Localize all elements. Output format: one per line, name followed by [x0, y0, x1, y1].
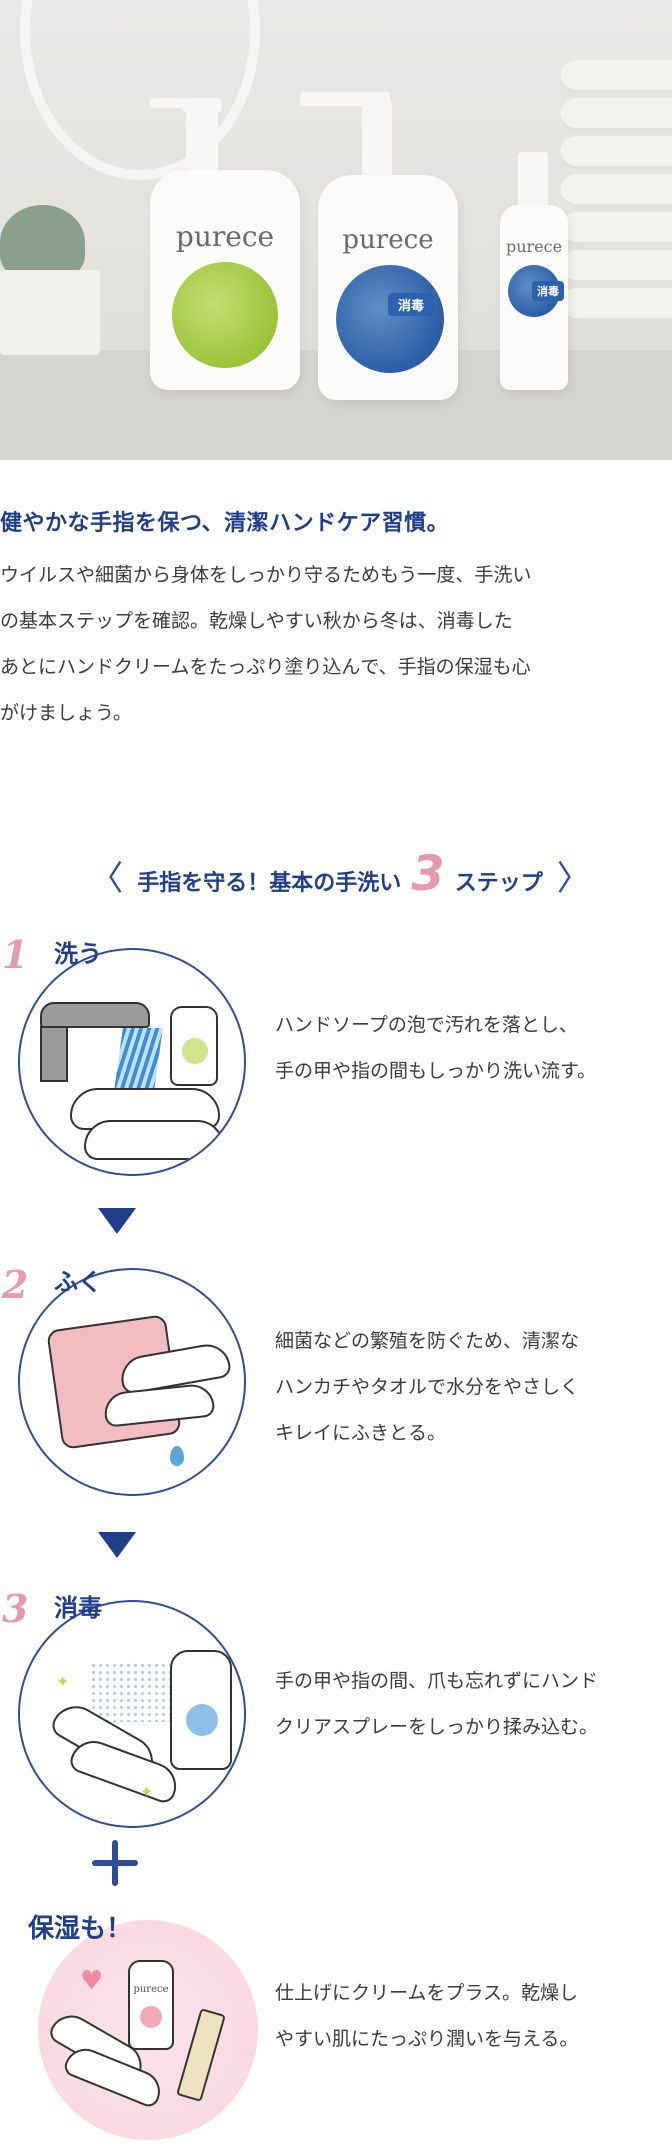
step-3-illustration: ✦ ✦ — [18, 1600, 246, 1828]
intro-line: の基本ステップを確認。乾燥しやすい秋から冬は、消毒した — [0, 610, 513, 632]
towel-stack-item — [560, 212, 672, 246]
step-line: 手の甲や指の間、爪も忘れずにハンド — [275, 1670, 599, 1692]
bottle-brand: purece — [133, 1984, 169, 1995]
step-line: 手の甲や指の間もしっかり洗い流す。 — [275, 1060, 597, 1082]
soap-bottle-icon — [170, 1006, 218, 1086]
hand-icon — [84, 1120, 224, 1160]
step-number: 3 — [2, 1586, 29, 1631]
towel-stack-item — [560, 60, 672, 94]
foam-soap-bottle: purece — [150, 170, 300, 390]
towel-stack-item — [560, 288, 672, 322]
step-line: ハンカチやタオルで水分をやさしく — [275, 1376, 580, 1398]
disinfect-tag: 消毒 — [532, 281, 564, 301]
faucet-icon — [40, 1002, 150, 1028]
intro-line: あとにハンドクリームをたっぷり塗り込んで、手指の保湿も心 — [0, 656, 531, 678]
steps-heading-number: 3 — [411, 845, 445, 902]
bottle-brand: purece — [342, 225, 434, 255]
steps-heading: 〈 手指を守る！基本の手洗い 3 ステップ 〉 — [40, 850, 640, 900]
step-line: クリアスプレーをしっかり揉み込む。 — [275, 1716, 599, 1738]
moisture-illustration: ♥ purece — [38, 1920, 258, 2140]
towel-stack-item — [560, 136, 672, 170]
arrow-down-icon — [98, 1532, 136, 1558]
water-drop-icon — [170, 1446, 184, 1466]
chevron-right-icon: 〉 — [556, 858, 591, 899]
chevron-left-icon: 〈 — [89, 858, 124, 899]
step-description: ハンドソープの泡で汚れを落とし、 手の甲や指の間もしっかり洗い流す。 — [275, 1002, 667, 1094]
steps-heading-text: 手指を守る！基本の手洗い 3 ステップ — [137, 845, 543, 902]
intro-title: 健やかな手指を保つ、清潔ハンドケア習慣。 — [0, 511, 450, 536]
step-line: キレイにふきとる。 — [275, 1422, 447, 1444]
pump-neck — [186, 110, 218, 174]
pump-neck — [362, 100, 392, 180]
cactus-plant — [0, 205, 85, 280]
spray-mist — [90, 1662, 170, 1722]
step-2-illustration — [18, 1268, 246, 1496]
spray-bottle-icon — [170, 1650, 232, 1770]
step-1-illustration — [18, 948, 246, 1176]
disinfect-tag: 消毒 — [388, 293, 434, 316]
spray-head — [518, 152, 548, 212]
step-line: ハンドソープの泡で汚れを落とし、 — [275, 1014, 578, 1036]
hero-product-image: purece purece 消毒 purece 消毒 — [0, 0, 672, 460]
sparkle-icon: ✦ — [56, 1672, 70, 1691]
cream-tube-icon — [176, 2008, 226, 2102]
plant-pot — [0, 270, 100, 355]
disinfectant-pump-bottle: purece 消毒 — [318, 175, 458, 400]
towel-stack-item — [560, 174, 672, 208]
moisture-title: 保湿も！ — [28, 1914, 133, 1944]
intro-line: ウイルスや細菌から身体をしっかり守るためもう一度、手洗い — [0, 564, 532, 586]
bottle-brand: purece — [505, 237, 563, 256]
step-title: 洗う — [54, 940, 102, 968]
towel-stack-item — [560, 250, 672, 284]
steps-heading-suffix: ステップ — [454, 870, 543, 896]
pump-head — [182, 98, 222, 112]
heart-icon: ♥ — [80, 1966, 104, 1996]
bottle-brand: purece — [175, 220, 275, 253]
cream-bottle-icon: purece — [128, 1960, 174, 2050]
faucet-base — [40, 1026, 68, 1082]
step-title: ふく — [54, 1268, 102, 1296]
disinfectant-spray-bottle: purece 消毒 — [500, 205, 568, 390]
sparkle-icon: ✦ — [140, 1782, 154, 1801]
blue-pattern — [336, 265, 444, 373]
steps-heading-prefix: 手指を守る！基本の手洗い — [137, 870, 402, 896]
step-line: やすい肌にたっぷり潤いを与える。 — [275, 2028, 579, 2050]
step-description: 手の甲や指の間、爪も忘れずにハンド クリアスプレーをしっかり揉み込む。 — [275, 1658, 667, 1750]
step-number: 2 — [2, 1262, 29, 1307]
towel-stack-item — [560, 98, 672, 132]
step-title: 消毒 — [54, 1594, 102, 1622]
pump-nozzle — [150, 98, 186, 108]
mirror-decoration — [20, 0, 260, 180]
moisture-description: 仕上げにクリームをプラス。乾燥し やすい肌にたっぷり潤いを与える。 — [275, 1970, 667, 2062]
arrow-down-icon — [98, 1208, 136, 1234]
step-line: 仕上げにクリームをプラス。乾燥し — [275, 1982, 579, 2004]
step-number: 1 — [2, 932, 29, 977]
intro-line: がけましょう。 — [0, 702, 132, 724]
green-pattern — [172, 262, 278, 368]
step-description: 細菌などの繁殖を防ぐため、清潔な ハンカチやタオルで水分をやさしく キレイにふき… — [275, 1318, 667, 1456]
step-line: 細菌などの繁殖を防ぐため、清潔な — [275, 1330, 580, 1352]
intro-body: ウイルスや細菌から身体をしっかり守るためもう一度、手洗い の基本ステップを確認。… — [0, 552, 672, 736]
plus-icon — [92, 1840, 138, 1886]
